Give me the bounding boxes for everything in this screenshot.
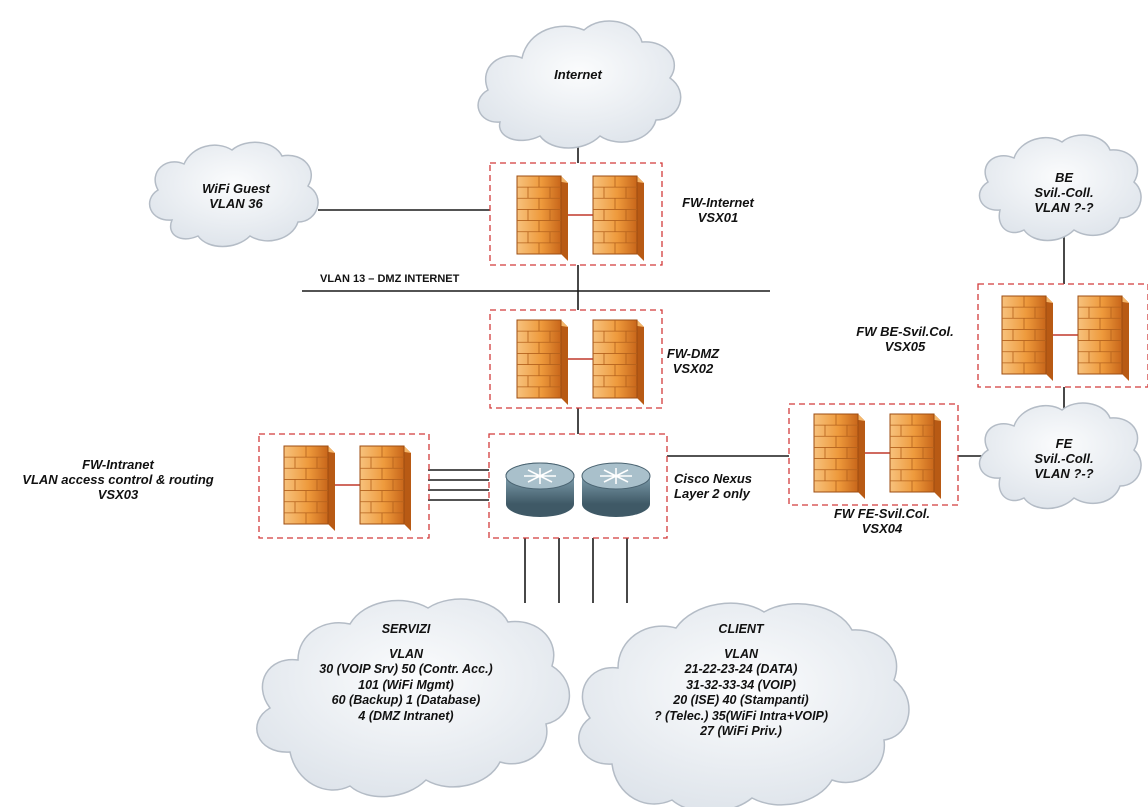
cloud-fe	[978, 402, 1142, 510]
cloud-fe-line: FE	[1055, 436, 1073, 451]
firewall-icon	[1001, 295, 1053, 381]
fw-dmz-label-line: VSX02	[672, 361, 714, 376]
vlan13-label: VLAN 13 – DMZ INTERNET	[320, 273, 460, 285]
fw-internet-label: FW-Internet VSX01	[682, 195, 754, 225]
connection-lines	[302, 145, 1065, 603]
fw-intranet-label: FW-Intranet VLAN access control & routin…	[22, 457, 213, 502]
cloud-servizi-label: SERVIZI VLAN 30 (VOIP Srv) 50 (Contr. Ac…	[319, 622, 492, 724]
cloud-servizi-line: VLAN	[388, 646, 424, 661]
fw-intranet-label-line: VLAN access control & routing	[22, 472, 214, 487]
firewall-icon	[889, 413, 941, 499]
fw-fe-firewall-pair	[813, 413, 941, 499]
cloud-be	[978, 134, 1142, 242]
cloud-wifi-guest-line: VLAN 36	[209, 196, 263, 211]
fw-dmz-box	[489, 309, 663, 409]
fw-be-box	[977, 283, 1148, 388]
cloud-client-spacer	[654, 638, 828, 647]
cloud-servizi	[256, 598, 570, 798]
cloud-servizi-line: 4 (DMZ Intranet)	[358, 708, 454, 723]
router-icon	[581, 462, 651, 517]
cloud-be-line: BE	[1054, 170, 1074, 185]
cloud-client-line: VLAN	[723, 646, 759, 661]
cloud-client-line: 31-32-33-34 (VOIP)	[686, 677, 796, 692]
fw-internet-firewall-pair	[516, 175, 644, 261]
fw-intranet-box	[258, 433, 430, 539]
cloud-internet-label: Internet	[554, 67, 602, 82]
firewall-icon	[516, 175, 568, 261]
cloud-client-label: CLIENT VLAN 21-22-23-24 (DATA) 31-32-33-…	[654, 622, 828, 740]
cloud-wifi-guest-label: WiFi Guest VLAN 36	[202, 181, 270, 211]
cisco-nexus-box	[488, 433, 668, 539]
cisco-nexus-label: Cisco Nexus Layer 2 only	[674, 471, 752, 501]
router-icon	[505, 462, 575, 517]
cloud-client	[578, 602, 910, 807]
cloud-wifi-guest-line: WiFi Guest	[202, 181, 270, 196]
firewall-icon	[516, 319, 568, 405]
fw-dmz-label-line: FW-DMZ	[666, 346, 720, 361]
firewall-icon	[813, 413, 865, 499]
cisco-nexus-label-line: Layer 2 only	[674, 486, 750, 501]
cloud-client-line: 20 (ISE) 40 (Stampanti)	[673, 693, 809, 707]
firewall-icon	[283, 445, 335, 531]
fw-be-label: FW BE-Svil.Col. VSX05	[856, 324, 954, 354]
cloud-be-line: VLAN ?-?	[1034, 200, 1094, 215]
cloud-servizi-spacer	[319, 638, 492, 647]
cloud-fe-line: VLAN ?-?	[1034, 466, 1094, 481]
firewall-icon	[592, 319, 644, 405]
cloud-servizi-line: 60 (Backup) 1 (Database)	[331, 693, 481, 707]
cloud-servizi-line: 101 (WiFi Mgmt)	[358, 677, 454, 692]
fw-be-firewall-pair	[1001, 295, 1129, 381]
fw-intranet-firewall-pair	[283, 445, 411, 531]
fw-be-label-line: FW BE-Svil.Col.	[856, 324, 954, 339]
cloud-client-line: ? (Telec.) 35(WiFi Intra+VOIP)	[653, 708, 829, 723]
cloud-fe-line: Svil.-Coll.	[1034, 451, 1094, 466]
cloud-fe-label: FE Svil.-Coll. VLAN ?-?	[1034, 436, 1093, 481]
cloud-client-title: CLIENT	[718, 622, 764, 636]
fw-fe-label-line: FW FE-Svil.Col.	[833, 506, 931, 521]
firewall-icon	[1077, 295, 1129, 381]
cloud-client-line: 27 (WiFi Priv.)	[700, 724, 782, 738]
firewall-icon	[359, 445, 411, 531]
cloud-wifi-guest	[148, 141, 319, 248]
fw-fe-label: FW FE-Svil.Col. VSX04	[834, 506, 930, 536]
cloud-servizi-title: SERVIZI	[381, 622, 431, 636]
fw-internet-label-line: VSX01	[697, 210, 739, 225]
fw-internet-label-line: FW-Internet	[682, 195, 754, 210]
cloud-servizi-line: 30 (VOIP Srv) 50 (Contr. Acc.)	[319, 662, 493, 676]
cisco-nexus-label-line: Cisco Nexus	[674, 471, 753, 486]
fw-intranet-label-line: VSX03	[97, 487, 139, 502]
fw-dmz-firewall-pair	[516, 319, 644, 405]
cloud-be-line: Svil.-Coll.	[1034, 185, 1094, 200]
fw-be-label-line: VSX05	[884, 339, 926, 354]
cloud-client-line: 21-22-23-24 (DATA)	[684, 662, 798, 676]
fw-fe-label-line: VSX04	[861, 521, 903, 536]
fw-fe-box	[788, 403, 959, 506]
fw-internet-box	[489, 162, 663, 266]
firewall-icon	[592, 175, 644, 261]
cloud-be-label: BE Svil.-Coll. VLAN ?-?	[1034, 170, 1093, 215]
cisco-nexus-switches	[505, 462, 651, 517]
fw-intranet-label-line: FW-Intranet	[82, 457, 154, 472]
cloud-internet-line: Internet	[554, 67, 602, 82]
cloud-internet	[477, 20, 682, 149]
fw-dmz-label: FW-DMZ VSX02	[667, 346, 719, 376]
